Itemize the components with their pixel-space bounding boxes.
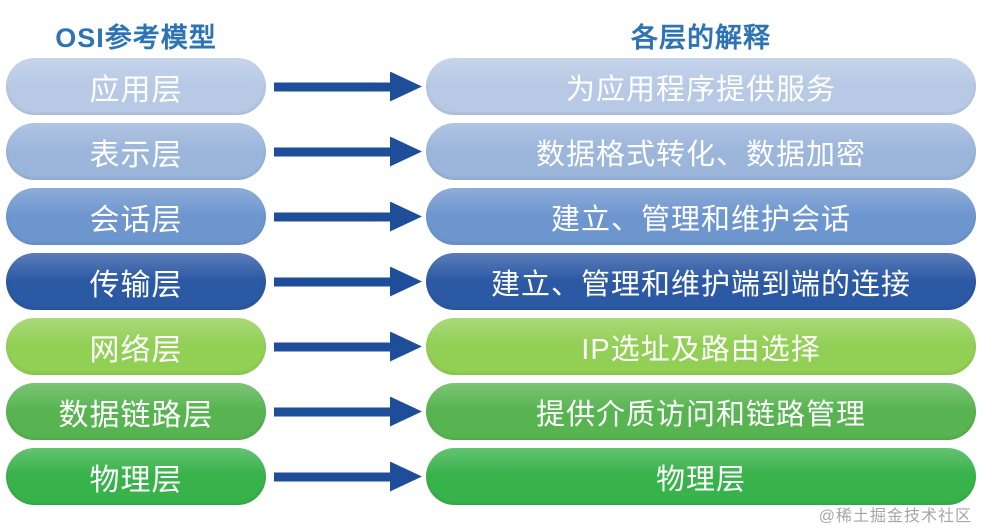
layer-pill: 会话层 xyxy=(6,188,266,245)
layer-desc-pill: 提供介质访问和链路管理 xyxy=(426,383,976,440)
layer-name: 数据链路层 xyxy=(58,398,214,432)
arrow-right-icon xyxy=(266,58,426,115)
osi-row-session: 会话层 建立、管理和维护会话 xyxy=(6,188,982,245)
layer-pill: 表示层 xyxy=(6,123,266,180)
layer-desc-pill: 物理层 xyxy=(426,448,976,505)
arrow-head xyxy=(390,331,422,362)
layer-name: 会话层 xyxy=(89,203,183,237)
arrow-head xyxy=(390,266,422,297)
diagram-header: OSI参考模型 各层的解释 xyxy=(6,12,982,58)
layer-name: 表示层 xyxy=(89,138,183,172)
watermark: @稀土掘金技术社区 xyxy=(818,508,972,525)
arrow-shaft xyxy=(274,407,394,416)
osi-row-physical: 物理层 物理层 xyxy=(6,448,982,505)
arrow-right-icon xyxy=(266,253,426,310)
osi-row-transport: 传输层 建立、管理和维护端到端的连接 xyxy=(6,253,982,310)
layer-pill: 传输层 xyxy=(6,253,266,310)
arrow-head xyxy=(390,201,422,232)
layer-pill: 网络层 xyxy=(6,318,266,375)
layer-pill: 物理层 xyxy=(6,448,266,505)
layer-desc: 建立、管理和维护会话 xyxy=(550,203,851,236)
arrow-shaft xyxy=(274,212,394,221)
arrow-shaft xyxy=(274,82,394,91)
arrow-shaft xyxy=(274,147,394,156)
right-column-title: 各层的解释 xyxy=(631,22,771,53)
osi-row-network: 网络层 IP选址及路由选择 xyxy=(6,318,982,375)
layer-desc-pill: 建立、管理和维护会话 xyxy=(426,188,976,245)
layer-desc: 物理层 xyxy=(655,463,746,496)
layer-desc-pill: 数据格式转化、数据加密 xyxy=(426,123,976,180)
layer-desc: IP选址及路由选择 xyxy=(581,333,821,366)
layer-name: 传输层 xyxy=(89,268,183,302)
layer-name: 物理层 xyxy=(89,463,183,497)
arrow-right-icon xyxy=(266,448,426,505)
arrow-head xyxy=(390,136,422,167)
arrow-shaft xyxy=(274,342,394,351)
arrow-right-icon xyxy=(266,188,426,245)
layer-desc: 数据格式转化、数据加密 xyxy=(535,138,866,171)
arrow-right-icon xyxy=(266,383,426,440)
arrow-right-icon xyxy=(266,123,426,180)
osi-row-application: 应用层 为应用程序提供服务 xyxy=(6,58,982,115)
arrow-right-icon xyxy=(266,318,426,375)
layer-desc-pill: 建立、管理和维护端到端的连接 xyxy=(426,253,976,310)
arrow-head xyxy=(390,396,422,427)
layer-desc: 提供介质访问和链路管理 xyxy=(535,398,866,431)
osi-row-datalink: 数据链路层 提供介质访问和链路管理 xyxy=(6,383,982,440)
left-column-title: OSI参考模型 xyxy=(55,22,217,53)
layer-name: 网络层 xyxy=(89,333,183,367)
osi-row-presentation: 表示层 数据格式转化、数据加密 xyxy=(6,123,982,180)
arrow-shaft xyxy=(274,277,394,286)
layer-desc: 为应用程序提供服务 xyxy=(565,73,836,106)
arrow-shaft xyxy=(274,472,394,481)
arrow-head xyxy=(390,461,422,492)
layer-pill: 应用层 xyxy=(6,58,266,115)
layer-name: 应用层 xyxy=(89,73,183,107)
arrow-head xyxy=(390,71,422,102)
layer-desc-pill: 为应用程序提供服务 xyxy=(426,58,976,115)
layer-desc-pill: IP选址及路由选择 xyxy=(426,318,976,375)
layer-desc: 建立、管理和维护端到端的连接 xyxy=(490,268,911,301)
layer-pill: 数据链路层 xyxy=(6,383,266,440)
